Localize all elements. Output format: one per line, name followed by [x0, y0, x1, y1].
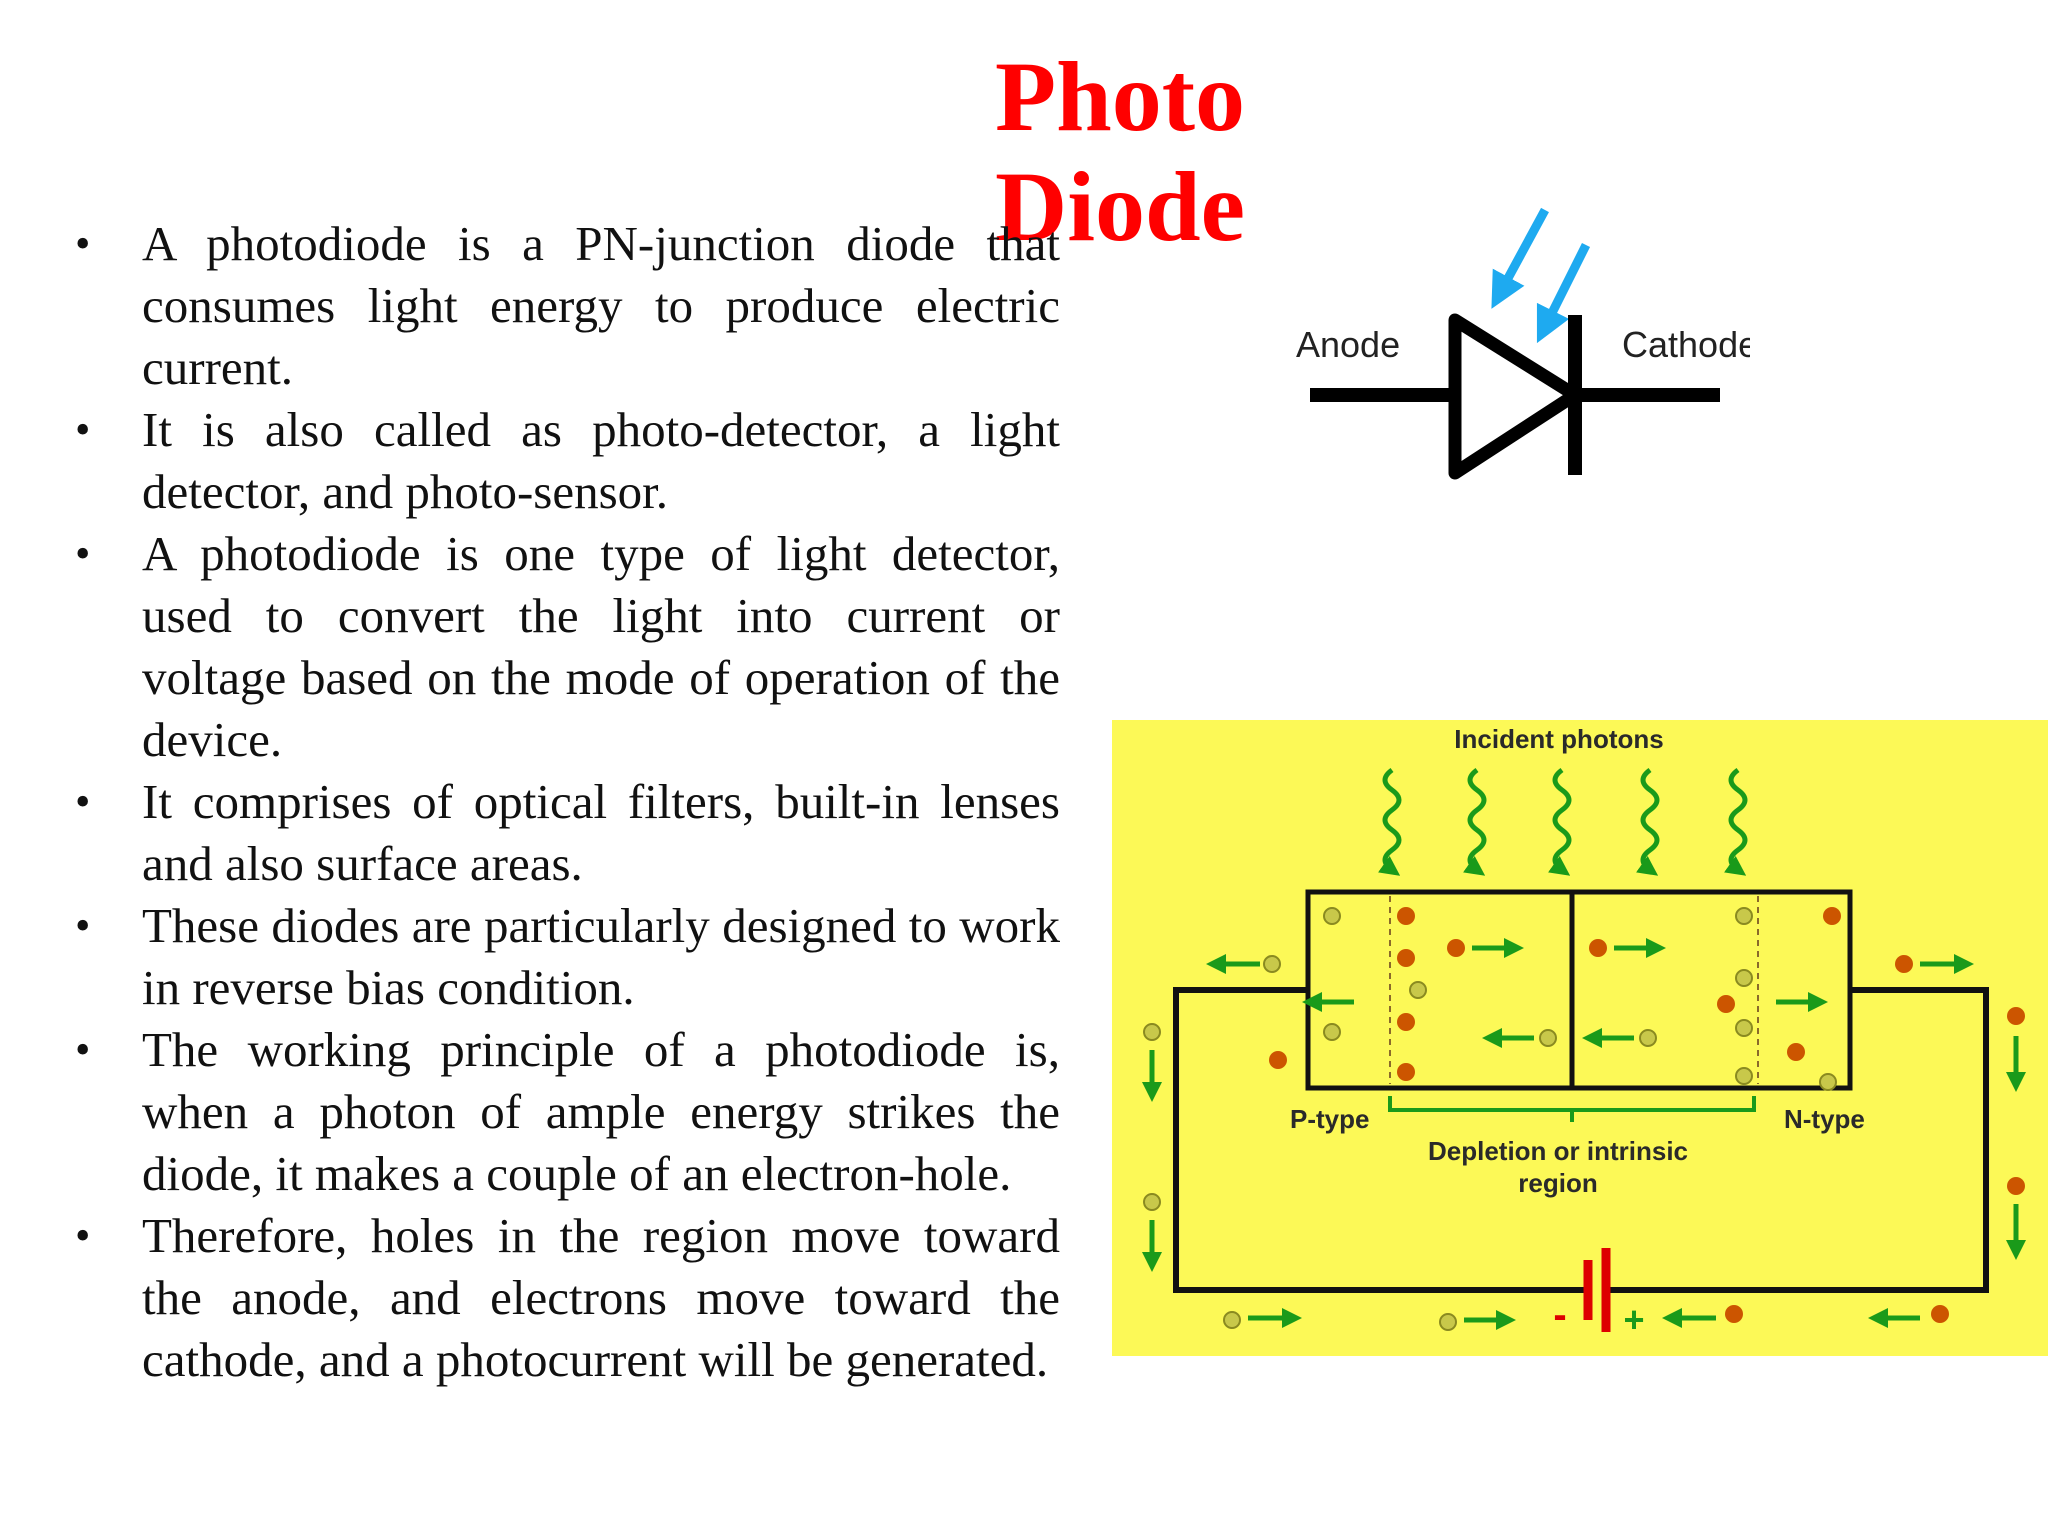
- bullet-text: A photodiode is one type of light detect…: [142, 526, 1060, 767]
- bullet-text: It comprises of optical filters, built-i…: [142, 774, 1060, 891]
- n-type-label: N-type: [1784, 1104, 1865, 1134]
- bullet-item: • The working principle of a photodiode i…: [70, 1019, 1060, 1205]
- bullet-text: A photodiode is a PN-junction diode that…: [142, 216, 1060, 395]
- incident-photons-label: Incident photons: [1454, 724, 1663, 754]
- bullet-dot-icon: •: [75, 219, 91, 268]
- bullet-item: • Therefore, holes in the region move tow…: [70, 1205, 1060, 1391]
- battery-plus-label: +: [1623, 1299, 1644, 1340]
- bullet-dot-icon: •: [75, 901, 91, 950]
- bullet-item: • It is also called as photo-detector, a …: [70, 399, 1060, 523]
- battery-minus-label: -: [1553, 1293, 1566, 1337]
- bullet-list: • A photodiode is a PN-junction diode tha…: [70, 213, 1060, 1391]
- diode-triangle-icon: [1448, 313, 1582, 480]
- circuit-wire: [1173, 987, 1989, 1293]
- bullet-item: • These diodes are particularly designed …: [70, 895, 1060, 1019]
- photon-wave-icon: [1378, 767, 1748, 876]
- photodiode-diagram: Incident photons - + P-type N-type Deple…: [1112, 720, 2048, 1356]
- bullet-text: These diodes are particularly designed t…: [142, 898, 1060, 1015]
- depletion-brace-icon: [1388, 1096, 1756, 1122]
- bullet-item: • A photodiode is one type of light detec…: [70, 523, 1060, 771]
- bullet-text: Therefore, holes in the region move towa…: [142, 1208, 1060, 1387]
- hole-carrier-icon: [1269, 907, 2025, 1323]
- p-type-label: P-type: [1290, 1104, 1369, 1134]
- depletion-label-line1: Depletion or intrinsic: [1428, 1136, 1688, 1166]
- diagram-background: [1112, 720, 2048, 1356]
- depletion-label-line2: region: [1518, 1168, 1597, 1198]
- bullet-text: The working principle of a photodiode is…: [142, 1022, 1060, 1201]
- bullet-dot-icon: •: [75, 1025, 91, 1074]
- bullet-dot-icon: •: [75, 777, 91, 826]
- carrier-flow-arrow-icon: [1142, 938, 2026, 1330]
- bullet-dot-icon: •: [75, 1211, 91, 1260]
- cathode-label: Cathode: [1622, 324, 1750, 365]
- anode-label: Anode: [1296, 324, 1400, 365]
- bullet-text: It is also called as photo-detector, a l…: [142, 402, 1060, 519]
- light-arrow-icon: [1491, 207, 1591, 344]
- battery-icon: [1583, 1248, 1611, 1332]
- electron-carrier-icon: [1143, 907, 1837, 1331]
- photodiode-symbol: Anode Cathode: [1296, 207, 1750, 480]
- page-title: Photo Diode: [995, 41, 1245, 262]
- bullet-dot-icon: •: [75, 529, 91, 578]
- bullet-item: • It comprises of optical filters, built-…: [70, 771, 1060, 895]
- bullet-dot-icon: •: [75, 405, 91, 454]
- bullet-item: • A photodiode is a PN-junction diode tha…: [70, 213, 1060, 399]
